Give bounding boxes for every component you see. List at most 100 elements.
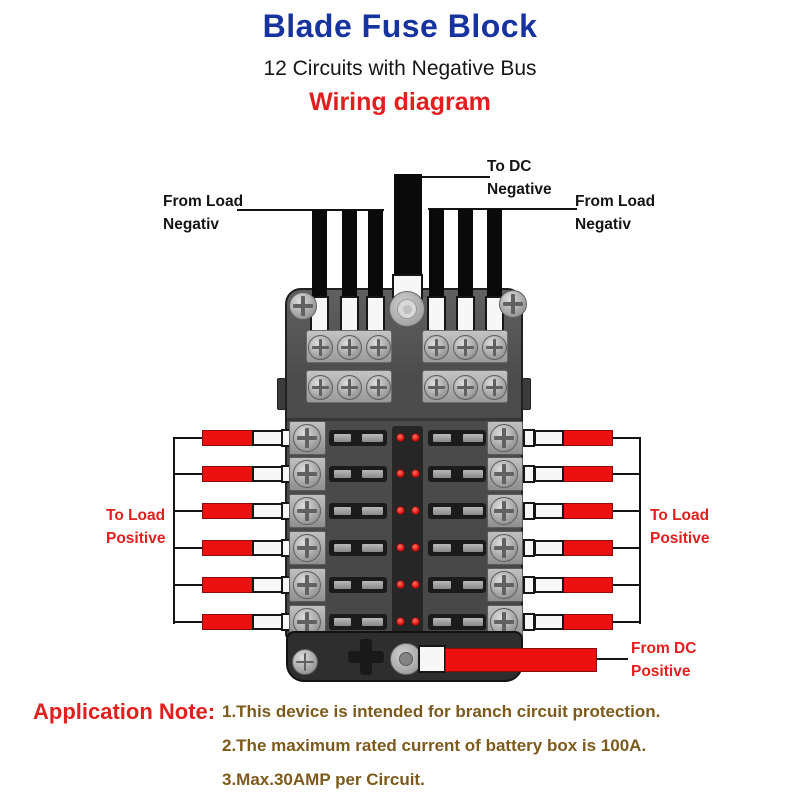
label-line: From DC — [631, 640, 697, 657]
load-branch-line-left — [175, 473, 203, 475]
fuse-blade — [463, 618, 483, 626]
wire-crimp-right — [523, 502, 535, 520]
strip-screw — [453, 375, 478, 400]
strip-screw — [366, 375, 391, 400]
wire-crimp-right — [523, 539, 535, 557]
terminal-screw-left — [293, 424, 321, 452]
fuse-blade — [463, 581, 483, 589]
strip-screw — [366, 335, 391, 360]
indicator-led — [411, 543, 420, 552]
positive-wire-right — [562, 614, 613, 630]
fuse-blade — [433, 618, 451, 626]
wire-sleeve-right — [534, 430, 564, 446]
wire-sleeve-right — [534, 466, 564, 482]
load-branch-line-right — [612, 510, 640, 512]
fuse-blade — [463, 470, 483, 478]
wire-sleeve-left — [252, 503, 283, 519]
load-branch-line-left — [175, 437, 203, 439]
wire-sleeve-right — [534, 614, 564, 630]
wire-sleeve-left — [252, 466, 283, 482]
terminal-screw-right — [490, 571, 518, 599]
application-note-heading: Application Note: — [33, 699, 216, 724]
label-from-load-negative-right: From Load Negativ — [575, 190, 655, 236]
positive-wire-right — [562, 503, 613, 519]
wire-crimp-right — [523, 429, 535, 447]
page-subtitle: 12 Circuits with Negative Bus — [263, 57, 537, 80]
indicator-led — [396, 506, 405, 515]
negative-line-center — [421, 176, 490, 178]
application-note-list: 1.This device is intended for branch cir… — [222, 702, 660, 800]
indicator-led — [396, 580, 405, 589]
label-line: To DC — [487, 158, 532, 175]
wire-sleeve-right — [534, 503, 564, 519]
indicator-led — [396, 617, 405, 626]
label-to-load-positive-right: To Load Positive — [650, 504, 709, 550]
indicator-led — [411, 433, 420, 442]
indicator-led — [411, 506, 420, 515]
label-line: Negativ — [575, 216, 631, 233]
indicator-led — [396, 469, 405, 478]
strip-screw — [337, 375, 362, 400]
label-line: From Load — [163, 193, 244, 210]
center-stud-hole — [403, 305, 412, 314]
terminal-screw-right — [490, 534, 518, 562]
load-branch-line-left — [175, 621, 203, 623]
strip-screw — [308, 335, 333, 360]
label-line: Positive — [650, 530, 710, 547]
fuse-blade — [334, 470, 351, 478]
strip-screw — [308, 375, 333, 400]
positive-feed-crimp — [418, 645, 446, 673]
load-branch-line-left — [175, 584, 203, 586]
load-bus-line-left — [173, 437, 175, 624]
corner-screw-left — [289, 292, 317, 320]
indicator-led — [411, 469, 420, 478]
wire-sleeve-2 — [340, 296, 359, 332]
fuse-blade — [334, 434, 351, 442]
positive-wire-right — [562, 540, 613, 556]
positive-wire-left — [202, 577, 253, 593]
positive-wire-left — [202, 430, 253, 446]
fuse-blade — [433, 470, 451, 478]
base-screw — [292, 649, 318, 675]
corner-screw-right — [499, 290, 527, 318]
strip-screw — [482, 375, 507, 400]
load-branch-line-right — [612, 621, 640, 623]
strip-screw — [482, 335, 507, 360]
indicator-led — [396, 543, 405, 552]
positive-wire-left — [202, 540, 253, 556]
indicator-led — [411, 580, 420, 589]
wire-sleeve-4 — [427, 296, 446, 332]
indicator-led — [411, 617, 420, 626]
wire-sleeve-left — [252, 577, 283, 593]
terminal-screw-right — [490, 497, 518, 525]
wire-crimp-right — [523, 576, 535, 594]
wire-sleeve-left — [252, 430, 283, 446]
wiring-diagram-heading: Wiring diagram — [309, 88, 491, 116]
load-bus-line-right — [639, 437, 641, 624]
label-line: Negativ — [163, 216, 219, 233]
terminal-screw-right — [490, 424, 518, 452]
load-branch-line-right — [612, 547, 640, 549]
load-branch-line-right — [612, 584, 640, 586]
fuse-blade — [334, 618, 351, 626]
application-note-item: 1.This device is intended for branch cir… — [222, 702, 661, 721]
label-line: Positive — [106, 530, 166, 547]
fuse-blade — [334, 507, 351, 515]
positive-wire-left — [202, 466, 253, 482]
label-line: To Load — [650, 507, 710, 524]
wire-sleeve-5 — [456, 296, 475, 332]
strip-screw — [453, 335, 478, 360]
terminal-screw-left — [293, 497, 321, 525]
base-cross-knob-v — [360, 639, 372, 675]
label-from-load-negative-left: From Load Negativ — [163, 190, 243, 236]
label-line: To Load — [106, 507, 166, 524]
label-line: Positive — [631, 663, 691, 680]
led-indicator-strip — [392, 426, 423, 635]
wire-sleeve-right — [534, 540, 564, 556]
terminal-screw-left — [293, 571, 321, 599]
indicator-led — [396, 433, 405, 442]
fuse-blade — [362, 470, 383, 478]
load-branch-line-right — [612, 473, 640, 475]
negative-line-left — [237, 209, 384, 211]
